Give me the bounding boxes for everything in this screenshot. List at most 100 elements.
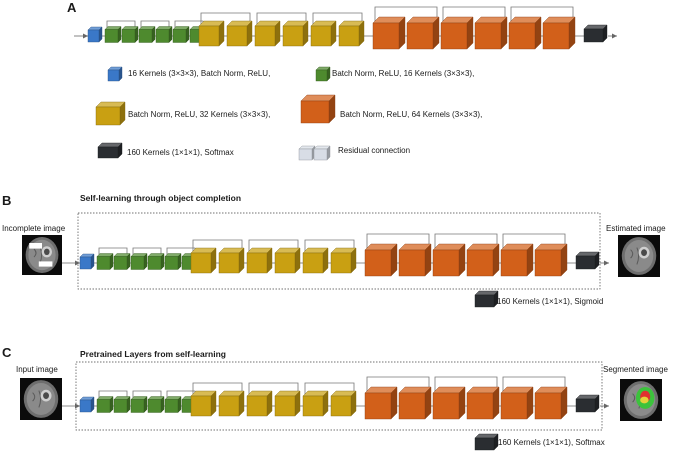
panel-c-title: Pretrained Layers from self-learning xyxy=(80,349,226,359)
panel-c-orange-residual-2 xyxy=(502,376,566,392)
incomplete-brain-image xyxy=(22,235,62,275)
panel-a-green-residual-0 xyxy=(106,20,136,30)
estimated-brain-image xyxy=(618,235,660,277)
input-image-caption: Input image xyxy=(16,365,58,374)
panel-a-yellow-residual-1 xyxy=(256,12,307,25)
panel-c-block-yellow-2 xyxy=(246,390,273,417)
panel-a-block-yellow-4 xyxy=(310,20,337,47)
panel-b-block-green-3 xyxy=(147,253,165,270)
panel-b-output-note: 160 Kernels (1×1×1), Sigmoid xyxy=(497,297,604,306)
panel-c-block-orange-2 xyxy=(432,386,466,420)
panel-b-block-green-0 xyxy=(96,253,114,270)
panel-a-block-yellow-2 xyxy=(254,20,281,47)
legend-black-swatch xyxy=(97,142,123,159)
panel-c-image-arrow-head xyxy=(75,403,80,409)
panel-a-block-black xyxy=(583,24,608,43)
panel-a-block-orange-2 xyxy=(440,16,474,50)
panel-b-block-orange-4 xyxy=(500,243,534,277)
panel-a-block-yellow-0 xyxy=(198,20,225,47)
panel-c-block-green-0 xyxy=(96,396,114,413)
panel-a-output-arrow-head xyxy=(612,33,617,39)
panel-b-green-residual-0 xyxy=(98,247,128,257)
panel-a-block-green-4 xyxy=(172,26,190,43)
incomplete-image-caption: Incomplete image xyxy=(2,224,66,233)
legend-yellow-swatch xyxy=(95,101,126,126)
panel-b-title: Self-learning through object completion xyxy=(80,193,242,203)
panel-a-block-yellow-1 xyxy=(226,20,253,47)
legend-orange-swatch xyxy=(300,94,336,124)
panel-c-block-orange-0 xyxy=(364,386,398,420)
panel-c-block-orange-5 xyxy=(534,386,568,420)
panel-c-block-black xyxy=(575,394,600,413)
panel-c-green-residual-1 xyxy=(132,390,162,400)
panel-c-block-green-2 xyxy=(130,396,148,413)
legend-orange-text: Batch Norm, ReLU, 64 Kernels (3×3×3), xyxy=(340,110,483,119)
panel-c-block-yellow-5 xyxy=(330,390,357,417)
panel-b-yellow-residual-0 xyxy=(192,239,243,252)
segmented-brain-image xyxy=(620,379,662,421)
panel-b-block-orange-5 xyxy=(534,243,568,277)
panel-a-block-green-0 xyxy=(104,26,122,43)
panel-c-block-yellow-4 xyxy=(302,390,329,417)
panel-b-block-green-1 xyxy=(113,253,131,270)
panel-a-orange-residual-1 xyxy=(442,6,506,22)
panel-a-block-orange-3 xyxy=(474,16,508,50)
legend-residual-swatch-b xyxy=(313,145,331,161)
panel-c-block-green-4 xyxy=(164,396,182,413)
input-brain-image xyxy=(20,378,62,420)
panel-b-block-yellow-0 xyxy=(190,247,217,274)
panel-a-block-yellow-5 xyxy=(338,20,365,47)
panel-c-block-green-3 xyxy=(147,396,165,413)
panel-c-block-yellow-0 xyxy=(190,390,217,417)
panel-b-block-yellow-4 xyxy=(302,247,329,274)
panel-a-yellow-residual-2 xyxy=(312,12,363,25)
panel-a-block-orange-4 xyxy=(508,16,542,50)
panel-a-input-arrow-head xyxy=(83,33,88,39)
legend-yellow-text: Batch Norm, ReLU, 32 Kernels (3×3×3), xyxy=(128,110,271,119)
panel-b-image-arrow-head xyxy=(75,260,80,266)
panel-c-output-note: 160 Kernels (1×1×1), Softmax xyxy=(498,438,605,447)
panel-b-block-green-2 xyxy=(130,253,148,270)
panel-a-orange-residual-2 xyxy=(510,6,574,22)
panel-c-block-orange-1 xyxy=(398,386,432,420)
segmented-image-caption: Segmented image xyxy=(603,365,668,374)
panel-c-block-orange-3 xyxy=(466,386,500,420)
panel-b-output-arrow-head xyxy=(604,260,609,266)
panel-c-letter: C xyxy=(2,345,12,360)
panel-a-block-blue xyxy=(87,26,103,43)
legend-residual-swatch-a xyxy=(298,145,316,161)
panel-c-block-blue xyxy=(79,396,95,413)
panel-c-orange-residual-0 xyxy=(366,376,430,392)
legend-blue-swatch xyxy=(107,66,123,82)
panel-b-yellow-residual-2 xyxy=(304,239,355,252)
panel-b-note-swatch xyxy=(474,290,499,308)
panel-a-letter: A xyxy=(67,0,77,15)
panel-c-block-green-1 xyxy=(113,396,131,413)
panel-c-yellow-residual-2 xyxy=(304,382,355,395)
panel-b-block-orange-0 xyxy=(364,243,398,277)
estimated-image-caption: Estimated image xyxy=(606,224,666,233)
panel-c-green-residual-0 xyxy=(98,390,128,400)
panel-a-yellow-residual-0 xyxy=(200,12,251,25)
panel-c-yellow-residual-0 xyxy=(192,382,243,395)
panel-a-green-residual-1 xyxy=(140,20,170,30)
panel-b-block-green-4 xyxy=(164,253,182,270)
panel-a-block-yellow-3 xyxy=(282,20,309,47)
panel-c-yellow-residual-1 xyxy=(248,382,299,395)
panel-c-block-yellow-1 xyxy=(218,390,245,417)
panel-b-block-black xyxy=(575,251,600,270)
panel-b-orange-residual-1 xyxy=(434,233,498,249)
panel-c-note-swatch xyxy=(474,433,499,451)
legend-black-text: 160 Kernels (1×1×1), Softmax xyxy=(127,148,234,157)
panel-b-dashed-frame xyxy=(77,212,601,290)
legend-green-swatch xyxy=(315,66,331,82)
legend-residual-text: Residual connection xyxy=(338,146,411,155)
panel-a-block-green-2 xyxy=(138,26,156,43)
panel-a-block-orange-0 xyxy=(372,16,406,50)
panel-b-block-orange-1 xyxy=(398,243,432,277)
legend-green-text: Batch Norm, ReLU, 16 Kernels (3×3×3), xyxy=(332,69,475,78)
panel-b-block-blue xyxy=(79,253,95,270)
panel-b-yellow-residual-1 xyxy=(248,239,299,252)
panel-a-block-green-3 xyxy=(155,26,173,43)
